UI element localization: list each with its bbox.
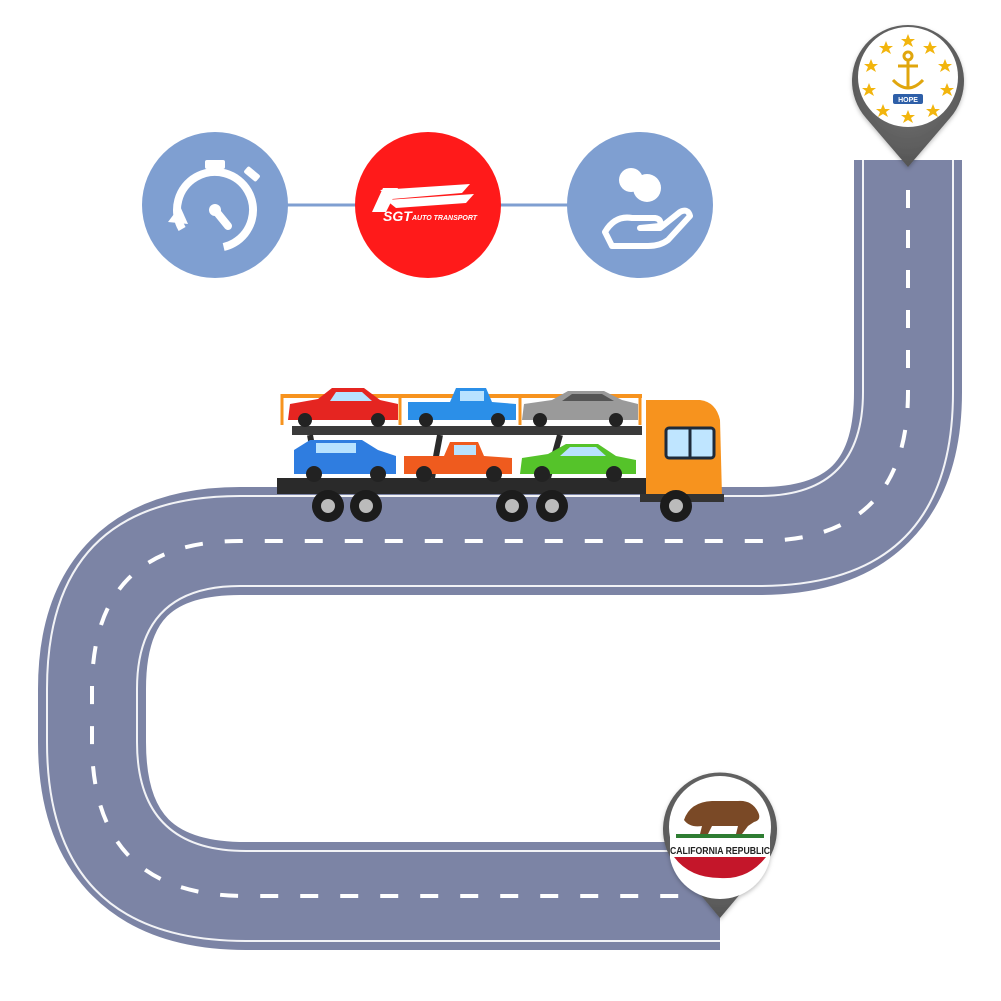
car-carrier-truck	[277, 388, 724, 522]
logo-tagline-text: AUTO TRANSPORT	[411, 215, 478, 222]
blue-suv	[294, 440, 396, 482]
destination-pin[interactable]: HOPE	[852, 24, 964, 168]
logo-brand-text: SGT	[383, 208, 413, 224]
truck-cab	[640, 400, 724, 502]
sgt-logo: SGT AUTO TRANSPORT	[355, 132, 501, 278]
winding-road	[38, 160, 962, 950]
california-flag: CALIFORNIA REPUBLIC	[670, 800, 770, 899]
truck-wheels	[312, 490, 692, 522]
blue-pickup	[408, 388, 516, 427]
green-car	[520, 444, 636, 482]
bear-icon	[684, 800, 760, 834]
lane-dashes	[90, 190, 910, 898]
motto-text: HOPE	[898, 97, 918, 104]
flag-text: CALIFORNIA REPUBLIC	[670, 846, 770, 857]
gray-car	[522, 391, 638, 427]
red-car	[288, 388, 398, 427]
stopwatch-icon	[142, 132, 288, 278]
hand-coins-icon	[567, 132, 713, 278]
orange-pickup	[404, 442, 512, 482]
rhode-island-flag: HOPE	[862, 34, 954, 123]
feature-icons: SGT AUTO TRANSPORT	[142, 132, 713, 278]
anchor-icon	[891, 50, 925, 90]
origin-pin[interactable]: CALIFORNIA REPUBLIC	[663, 772, 778, 918]
